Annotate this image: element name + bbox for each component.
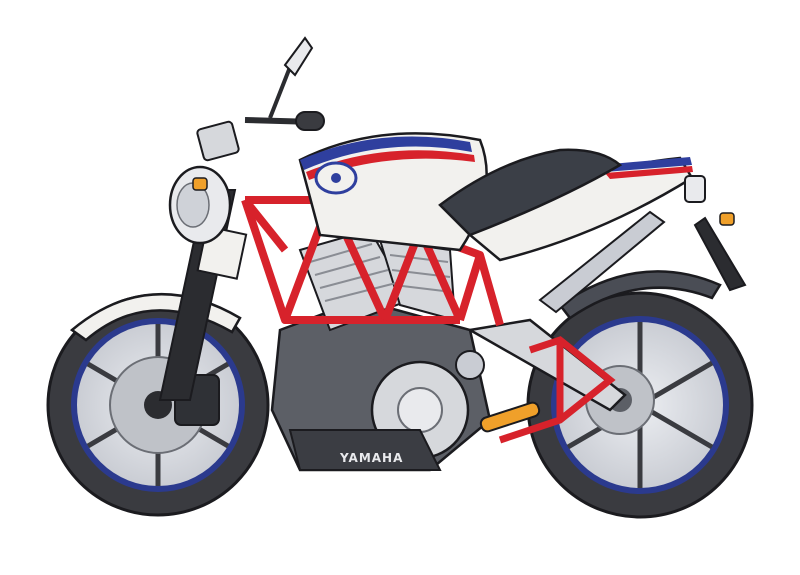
tail-light [684, 175, 706, 203]
mirror-stem [268, 61, 294, 119]
tank-blue-stripe [300, 136, 472, 170]
license-plate-hanger [693, 216, 747, 292]
engine-logo-text: YAMAHA [339, 451, 403, 465]
tail-red-stripe [605, 166, 693, 179]
yamaha-tuning-fork-icon [314, 161, 358, 195]
instrument-cluster [196, 120, 240, 162]
rear-hugger-fender [558, 270, 722, 320]
seat [438, 148, 623, 237]
exhaust-pipe [538, 210, 666, 314]
tank-red-stripe [306, 150, 475, 180]
front-indicator [192, 177, 208, 191]
engine-lower-cover [288, 429, 442, 471]
tail-blue-stripe [600, 157, 692, 172]
front-wheel [46, 293, 270, 517]
mirror [283, 36, 314, 77]
clutch-cover-center [397, 387, 443, 433]
rear-shock [479, 401, 541, 433]
rear-frame-section [498, 336, 616, 444]
rear-indicator [719, 212, 735, 226]
handlebar [244, 111, 325, 131]
generator-cover [455, 350, 485, 380]
handlebar-grip [295, 111, 325, 131]
